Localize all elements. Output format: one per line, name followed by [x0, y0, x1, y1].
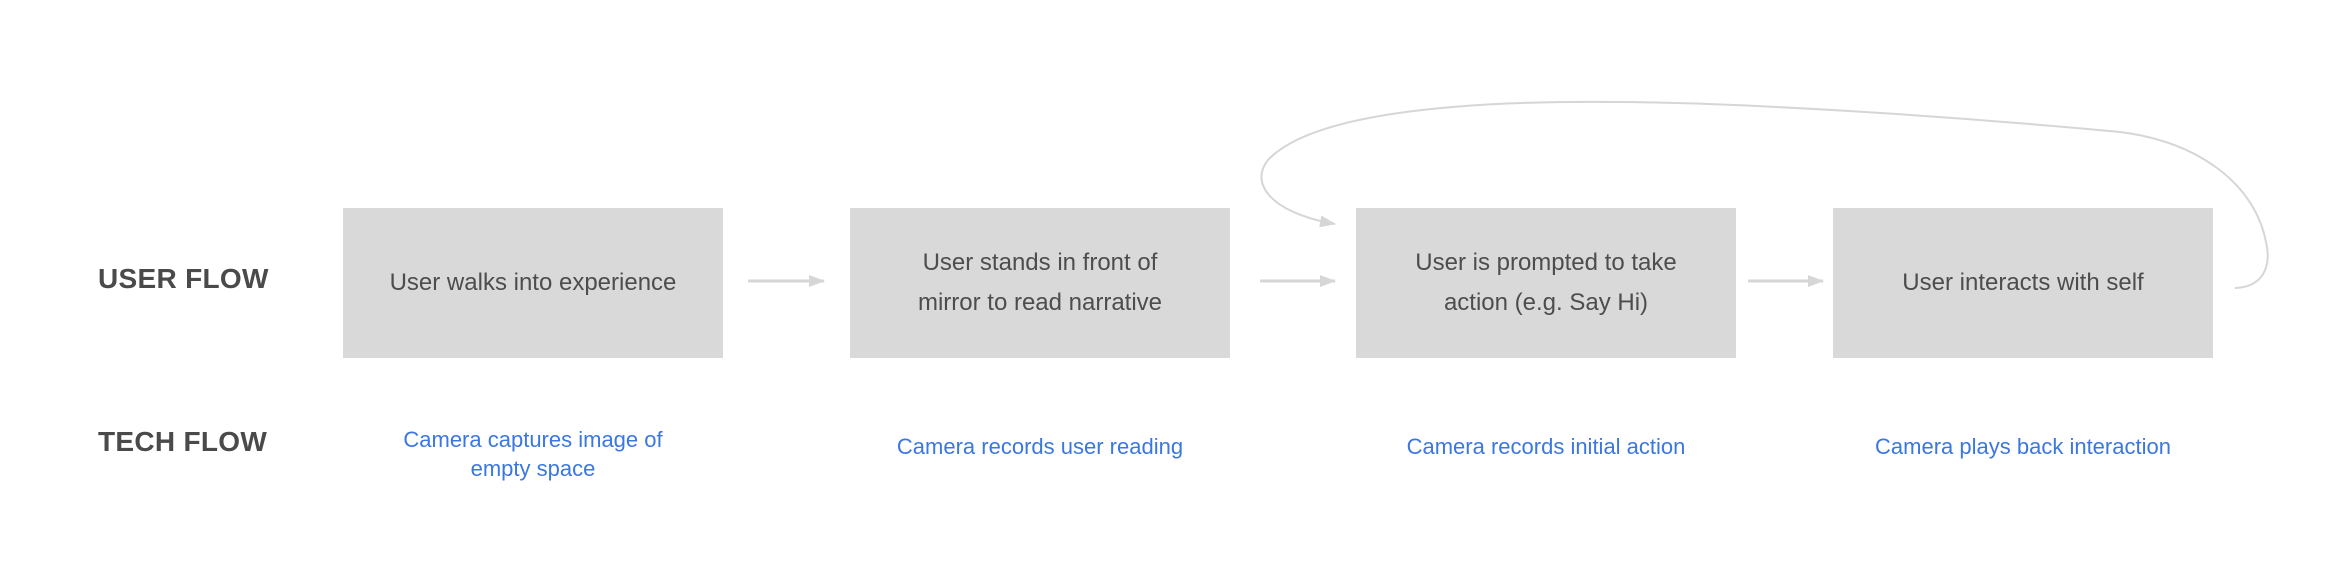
user-step-3-text: User is prompted to take action (e.g. Sa… — [1415, 249, 1677, 316]
user-flow-label: USER FLOW — [98, 263, 269, 294]
tech-flow-label: TECH FLOW — [98, 426, 268, 457]
user-step-2-text: User stands in front of mirror to read n… — [917, 249, 1163, 316]
user-step-3-box: User is prompted to take action (e.g. Sa… — [1356, 208, 1736, 358]
tech-step-2-text: Camera records user reading — [896, 434, 1184, 459]
user-step-4-text: User interacts with self — [1902, 269, 2144, 296]
tech-step-3-text: Camera records initial action — [1406, 434, 1686, 459]
user-step-4-box: User interacts with self — [1833, 208, 2213, 358]
user-step-2-box: User stands in front of mirror to read n… — [850, 208, 1230, 358]
tech-step-1-text: Camera captures image of empty space — [403, 427, 663, 481]
user-step-1-text: User walks into experience — [389, 269, 677, 296]
tech-step-4-text: Camera plays back interaction — [1875, 434, 2171, 459]
user-step-1-box: User walks into experience — [343, 208, 723, 358]
